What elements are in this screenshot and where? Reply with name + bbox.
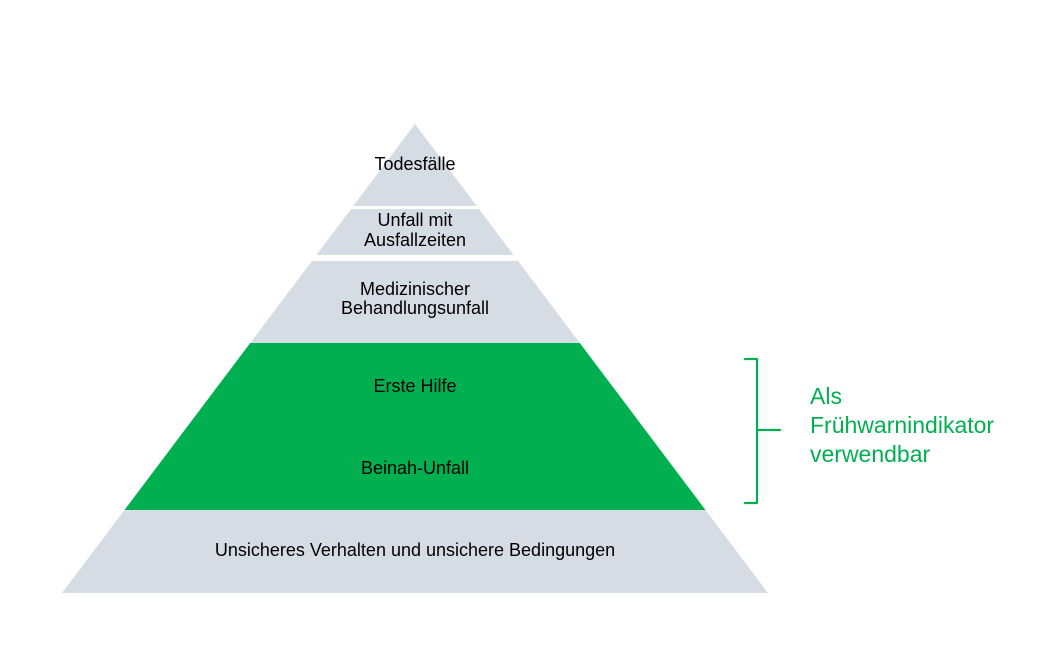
label-ausfallzeiten: Ausfallzeiten (364, 230, 466, 250)
label-medizinischer: Medizinischer (360, 279, 470, 299)
pyramid-layer-todesfaelle (353, 124, 477, 206)
annotation-line-1: Als (810, 383, 842, 409)
pyramid-layer-medizinischer-behandlungsunfall (250, 261, 580, 343)
label-todesfaelle: Todesfälle (374, 154, 455, 174)
pyramid-layer-unsicheres-verhalten (62, 510, 768, 593)
annotation-brace (743, 357, 782, 505)
pyramid-layer-unfall-mit-ausfallzeiten (316, 209, 514, 255)
label-behandlungsunfall: Behandlungsunfall (341, 298, 489, 318)
pyramid-layer-erste-hilfe-beinah-unfall (124, 343, 706, 510)
label-beinah-unfall: Beinah-Unfall (361, 458, 469, 478)
annotation-line-2: Frühwarnindikator (810, 412, 994, 438)
label-erste-hilfe: Erste Hilfe (373, 376, 456, 396)
label-unsicheres-verhalten: Unsicheres Verhalten und unsichere Bedin… (215, 540, 615, 560)
annotation-line-3: verwendbar (810, 441, 931, 467)
label-unfall-mit: Unfall mit (377, 210, 452, 230)
